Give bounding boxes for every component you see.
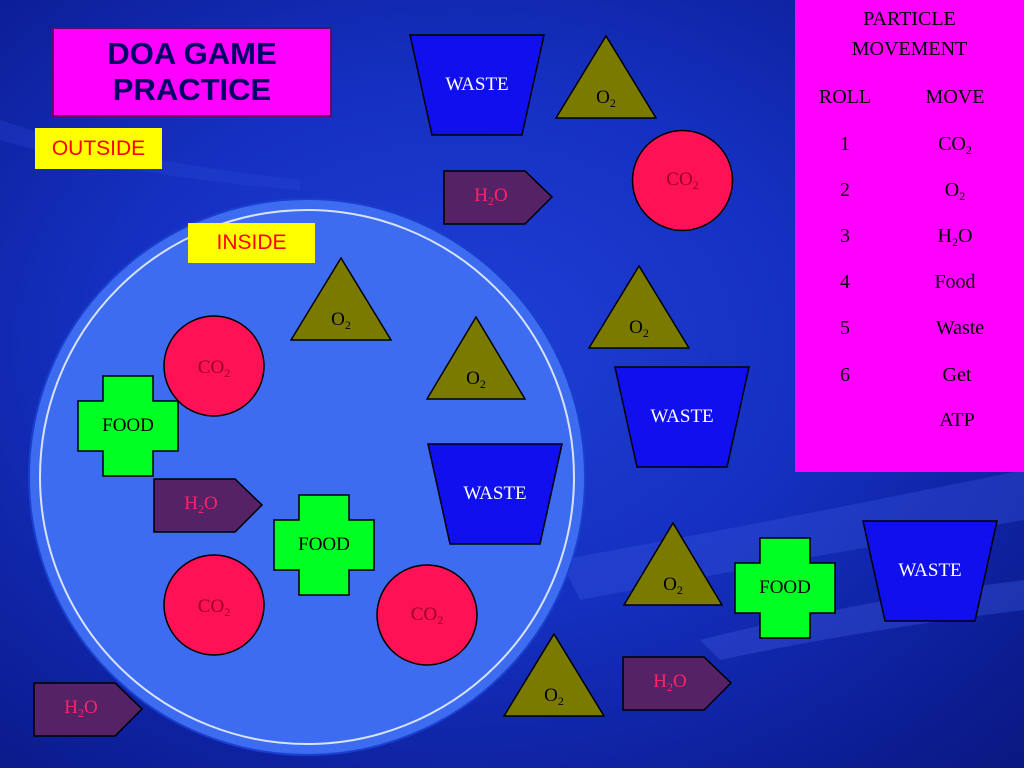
waste-token[interactable]: WASTE — [862, 520, 998, 622]
o2-label: O2 — [663, 574, 683, 597]
co2-label: CO2 — [666, 169, 699, 192]
inside-label: INSIDE — [188, 223, 315, 263]
waste-label: WASTE — [445, 74, 509, 95]
move-value: CO2 — [938, 133, 972, 157]
o2-token[interactable]: O2 — [502, 632, 606, 717]
h2o-arrow-shape — [443, 170, 554, 225]
co2-label: CO2 — [197, 596, 231, 619]
move-column-header: MOVE — [925, 86, 985, 108]
roll-value: 1 — [840, 133, 850, 155]
food-token[interactable]: FOOD — [273, 494, 375, 596]
o2-token[interactable]: O2 — [289, 256, 393, 341]
h2o-arrow-shape — [153, 478, 264, 533]
food-cross-shape — [734, 537, 836, 639]
food-cross-shape — [77, 375, 179, 477]
waste-trapezoid-shape — [862, 520, 998, 622]
h2o-arrow-shape — [622, 656, 733, 711]
o2-triangle-shape — [622, 521, 724, 606]
o2-label: O2 — [331, 309, 351, 332]
food-label: FOOD — [298, 534, 350, 555]
food-label: FOOD — [102, 415, 154, 436]
outside-label: OUTSIDE — [35, 128, 162, 169]
h2o-token[interactable]: H2O — [622, 656, 733, 711]
o2-token[interactable]: O2 — [587, 264, 691, 349]
h2o-token[interactable]: H2O — [153, 478, 264, 533]
waste-label: WASTE — [650, 406, 714, 427]
co2-token[interactable]: CO2 — [163, 554, 265, 656]
o2-label: O2 — [466, 368, 486, 391]
slide-title: DOA GAME PRACTICE — [52, 27, 332, 117]
h2o-label: H2O — [64, 697, 98, 720]
food-label: FOOD — [759, 577, 811, 598]
slide-title-text: DOA GAME PRACTICE — [107, 36, 277, 107]
particle-movement-panel: PARTICLE MOVEMENT ROLL MOVE 1 CO2 2 O2 3… — [795, 0, 1024, 472]
roll-column-header: ROLL — [818, 86, 872, 108]
move-value-continued: ATP — [939, 409, 975, 431]
move-value: O2 — [944, 179, 966, 203]
waste-trapezoid-shape — [409, 34, 545, 136]
h2o-token[interactable]: H2O — [33, 682, 144, 737]
o2-token[interactable]: O2 — [554, 34, 658, 119]
waste-label: WASTE — [898, 560, 962, 581]
co2-token[interactable]: CO2 — [376, 564, 478, 666]
move-value: H2O — [937, 225, 973, 249]
h2o-arrow-shape — [33, 682, 144, 737]
co2-label: CO2 — [410, 604, 444, 627]
h2o-label: H2O — [184, 493, 218, 516]
food-token[interactable]: FOOD — [77, 375, 179, 477]
waste-label: WASTE — [463, 483, 527, 504]
move-value: Waste — [935, 317, 985, 339]
move-value: Food — [934, 271, 976, 293]
h2o-label: H2O — [653, 671, 687, 694]
o2-triangle-shape — [502, 632, 606, 717]
waste-trapezoid-shape — [614, 366, 750, 468]
co2-token[interactable]: CO2 — [163, 315, 265, 417]
waste-trapezoid-shape — [427, 443, 563, 545]
co2-token[interactable]: CO2 — [631, 129, 734, 232]
o2-triangle-shape — [289, 256, 393, 341]
h2o-label: H2O — [474, 185, 508, 208]
co2-circle-shape — [631, 129, 734, 232]
co2-circle-shape — [163, 315, 265, 417]
roll-value: 5 — [840, 317, 850, 339]
o2-label: O2 — [544, 685, 564, 708]
o2-token[interactable]: O2 — [622, 521, 724, 606]
waste-token[interactable]: WASTE — [409, 34, 545, 136]
h2o-token[interactable]: H2O — [443, 170, 554, 225]
roll-value: 6 — [840, 364, 850, 386]
food-cross-shape — [273, 494, 375, 596]
waste-token[interactable]: WASTE — [427, 443, 563, 545]
inside-label-text: INSIDE — [216, 231, 287, 254]
co2-label: CO2 — [197, 357, 231, 380]
o2-triangle-shape — [587, 264, 691, 349]
roll-value: 2 — [840, 179, 850, 201]
outside-label-text: OUTSIDE — [51, 136, 146, 160]
co2-circle-shape — [163, 554, 265, 656]
roll-value: 3 — [840, 225, 850, 247]
o2-token[interactable]: O2 — [425, 315, 527, 400]
o2-label: O2 — [629, 317, 649, 340]
o2-triangle-shape — [425, 315, 527, 400]
roll-value: 4 — [840, 271, 850, 293]
panel-heading-line2: MOVEMENT — [851, 38, 968, 60]
move-value: Get — [942, 364, 972, 386]
o2-label: O2 — [596, 87, 616, 110]
co2-circle-shape — [376, 564, 478, 666]
food-token[interactable]: FOOD — [734, 537, 836, 639]
o2-triangle-shape — [554, 34, 658, 119]
waste-token[interactable]: WASTE — [614, 366, 750, 468]
panel-heading-line1: PARTICLE — [863, 8, 956, 30]
